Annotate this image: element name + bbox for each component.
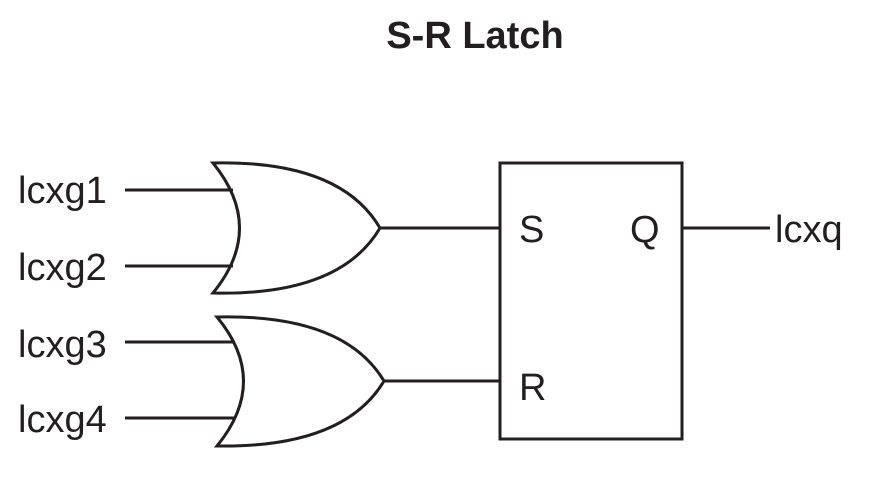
output-label: lcxq: [775, 209, 843, 251]
or-gate-lower: [213, 315, 386, 448]
input-label-2: lcxg2: [18, 247, 107, 289]
latch-set-label: S: [519, 209, 544, 251]
latch-output-label: Q: [630, 209, 660, 251]
diagram-title: S-R Latch: [386, 15, 563, 57]
input-label-3: lcxg3: [18, 324, 107, 366]
input-label-4: lcxg4: [18, 399, 107, 441]
latch-reset-label: R: [519, 367, 546, 409]
input-label-1: lcxg1: [18, 170, 107, 212]
latch-box: [498, 161, 684, 441]
or-gate-upper: [209, 161, 382, 295]
